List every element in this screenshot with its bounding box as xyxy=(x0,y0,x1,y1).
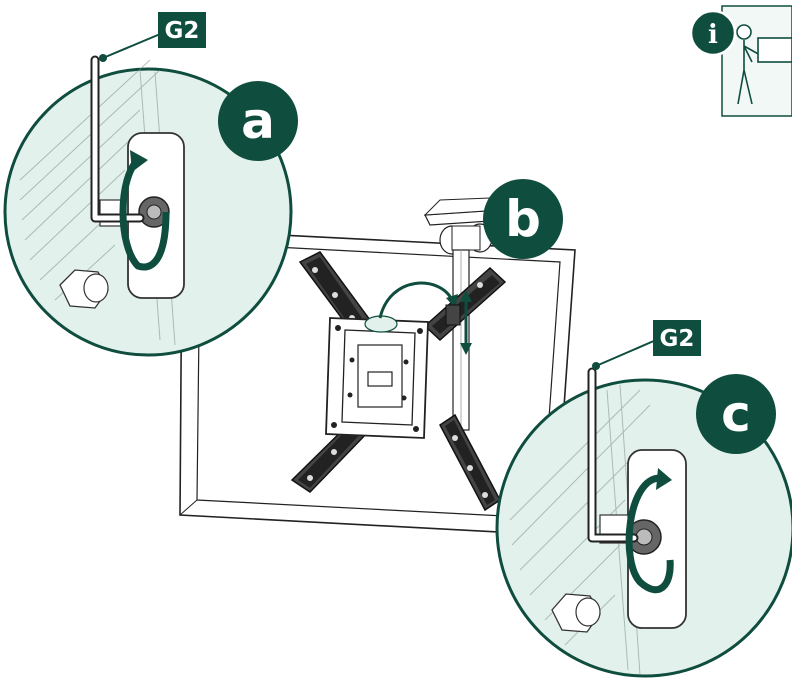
tool-tag-top xyxy=(158,12,206,48)
ceiling-bracket xyxy=(423,197,506,431)
up-down-arrow-icon xyxy=(460,290,472,355)
info-icon-glyph: i xyxy=(708,20,718,50)
tag-dot-right xyxy=(592,362,600,370)
tool-tag-top-label: G2 xyxy=(165,18,200,44)
flip-arrow-icon xyxy=(378,281,454,319)
pole-clamp xyxy=(445,304,461,326)
step-badge-a-label: a xyxy=(241,92,275,150)
rotate-arrow-icon xyxy=(119,157,170,271)
step-badge-c xyxy=(696,374,776,454)
step-badge-a xyxy=(218,81,298,161)
step-badge-c-label: c xyxy=(721,385,751,443)
mounting-plate xyxy=(325,315,429,439)
tag-dot-top xyxy=(99,54,107,62)
tool-tag-right-label: G2 xyxy=(660,326,695,352)
inset-a xyxy=(3,59,293,357)
step-badge-b xyxy=(483,179,563,259)
tool-tag-right xyxy=(653,320,701,356)
rotate-arrowhead-c xyxy=(656,468,672,490)
person-holding-icon xyxy=(736,24,792,105)
info-panel: i xyxy=(689,5,792,117)
info-icon xyxy=(689,9,737,57)
rotate-arrow-icon-c xyxy=(625,474,674,594)
inset-c xyxy=(495,378,792,678)
rotate-arrowhead-a xyxy=(130,150,148,172)
tag-leader-top xyxy=(102,31,166,59)
tag-leader-right xyxy=(595,339,657,367)
step-badge-b-label: b xyxy=(505,190,541,248)
